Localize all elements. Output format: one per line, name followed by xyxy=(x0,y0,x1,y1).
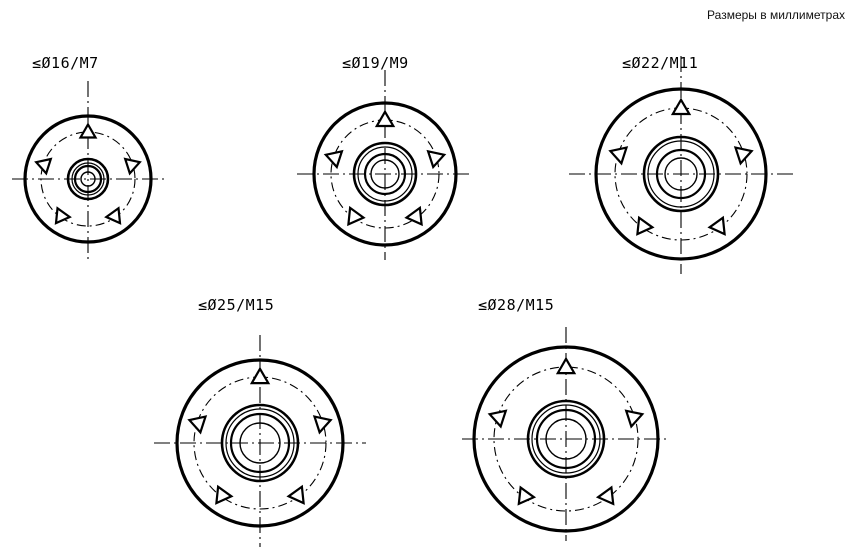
triangle-mark-1-4 xyxy=(54,206,72,225)
figure-label-1: ≤Ø16/M7 xyxy=(32,54,99,72)
triangle-mark-4-5 xyxy=(187,415,208,435)
triangle-mark-5-1 xyxy=(555,356,577,375)
triangle-mark-4-4 xyxy=(215,484,234,505)
mark-figure-1 xyxy=(12,81,164,261)
triangle-mark-2-5 xyxy=(323,149,344,170)
triangle-mark-3-5 xyxy=(608,146,629,166)
triangle-mark-4-2 xyxy=(312,415,333,435)
figure-label-5: ≤Ø28/M15 xyxy=(478,296,555,314)
triangle-mark-2-1 xyxy=(374,109,396,128)
mark-figure-3 xyxy=(569,56,793,274)
triangle-mark-1-3 xyxy=(104,206,122,225)
triangle-mark-3-4 xyxy=(636,215,655,236)
units-note: Размеры в миллиметрах xyxy=(707,8,845,22)
mark-figure-2 xyxy=(297,70,473,260)
triangle-mark-4-1 xyxy=(249,366,271,385)
mark-figure-4 xyxy=(154,335,366,547)
figure-label-2: ≤Ø19/M9 xyxy=(342,54,409,72)
triangle-mark-5-5 xyxy=(487,409,508,429)
triangle-mark-3-2 xyxy=(733,146,754,166)
triangle-mark-1-1 xyxy=(78,122,98,139)
triangle-mark-1-5 xyxy=(34,157,53,176)
triangle-mark-4-3 xyxy=(286,484,305,505)
mark-figure-5 xyxy=(462,327,670,541)
triangle-mark-5-3 xyxy=(595,485,615,506)
triangle-mark-3-3 xyxy=(707,215,726,236)
triangle-mark-2-4 xyxy=(347,205,366,227)
figure-label-4: ≤Ø25/M15 xyxy=(198,296,275,314)
triangle-mark-2-2 xyxy=(426,149,447,170)
triangle-mark-2-3 xyxy=(404,205,423,227)
triangle-mark-5-4 xyxy=(517,485,537,506)
triangle-mark-1-2 xyxy=(123,157,142,176)
triangle-mark-5-2 xyxy=(624,409,645,429)
figure-label-3: ≤Ø22/M11 xyxy=(622,54,699,72)
triangle-mark-3-1 xyxy=(670,97,692,116)
